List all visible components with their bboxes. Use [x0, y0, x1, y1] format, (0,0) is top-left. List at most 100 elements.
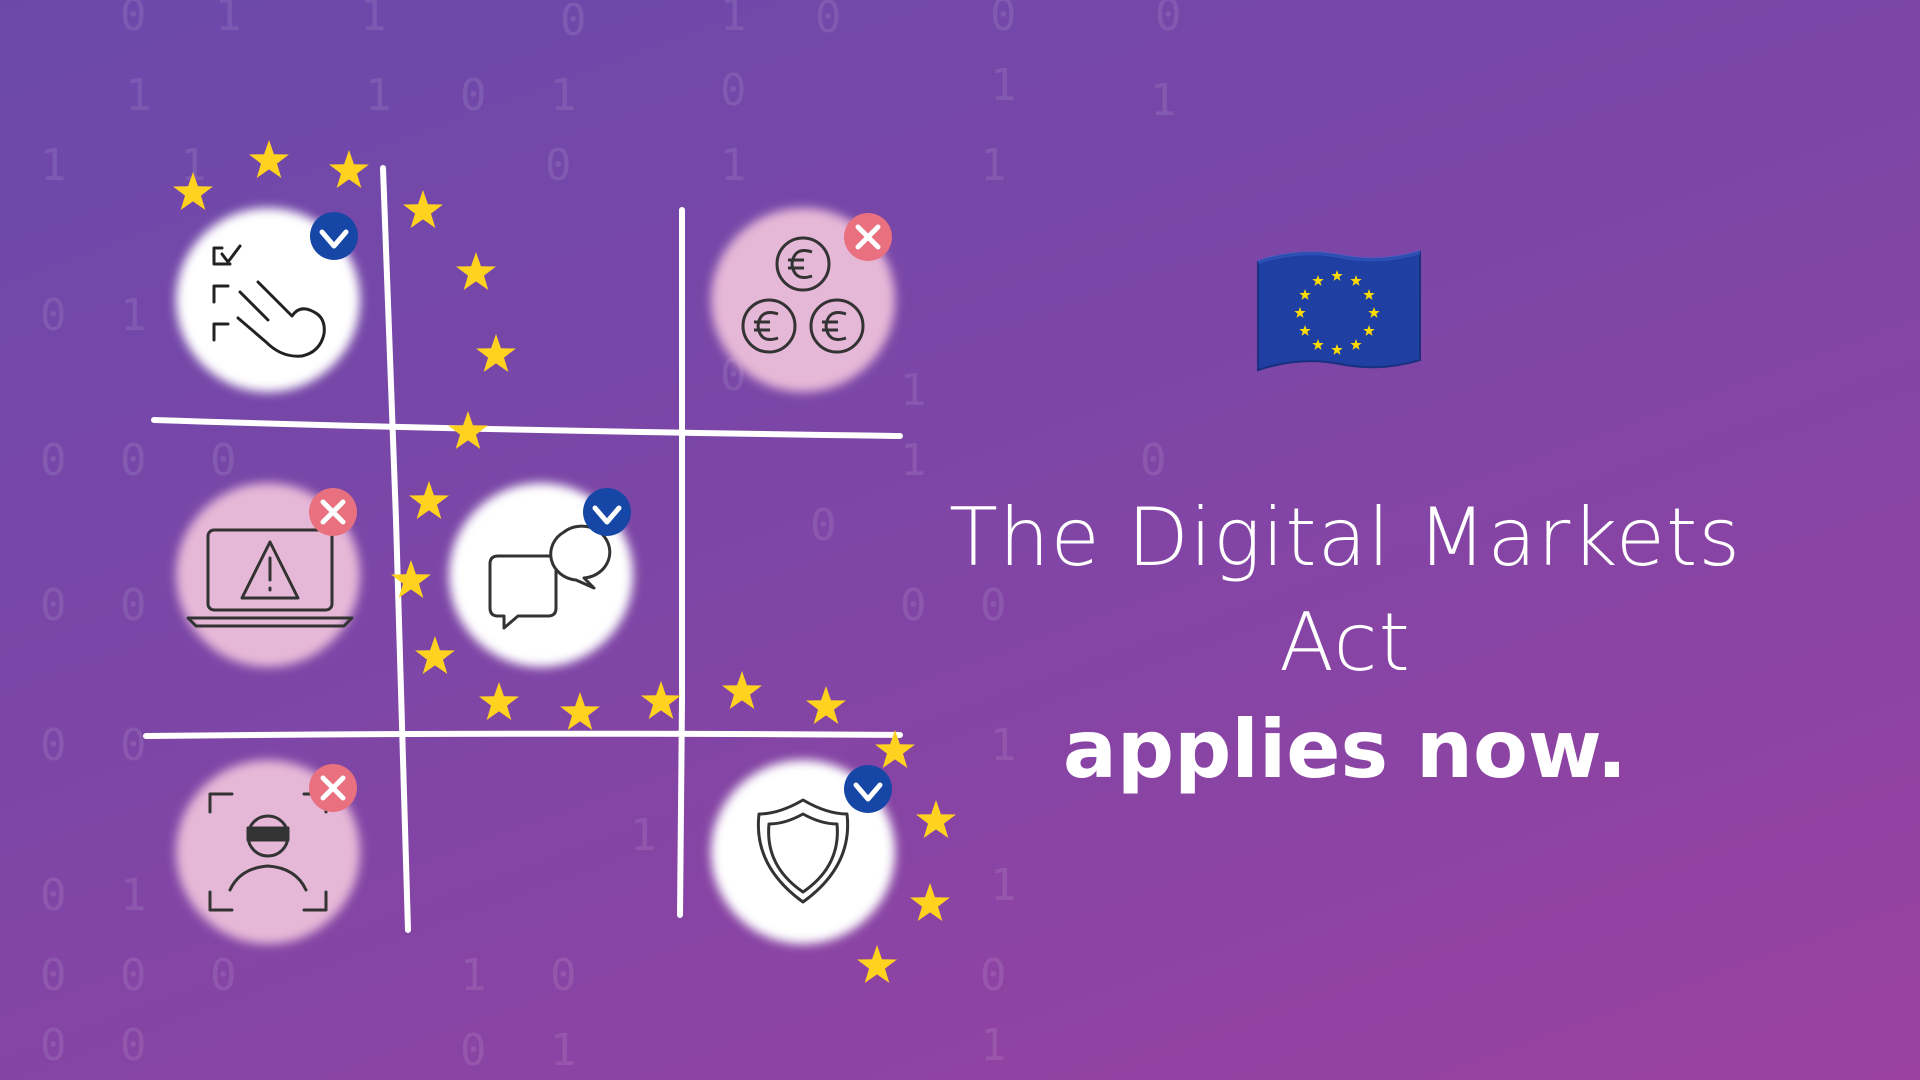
svg-text:1: 1 — [460, 950, 487, 1001]
svg-text:0: 0 — [980, 580, 1007, 631]
check-icon — [319, 229, 349, 249]
star-8 — [409, 481, 449, 519]
svg-text:0: 0 — [40, 720, 67, 771]
shield-icon — [756, 798, 850, 904]
svg-text:1: 1 — [365, 70, 392, 121]
svg-text:1: 1 — [215, 0, 242, 41]
svg-text:0: 0 — [210, 435, 237, 486]
laptop-warning-icon — [186, 528, 354, 628]
svg-text:0: 0 — [40, 580, 67, 631]
cell-top-right — [711, 208, 895, 392]
svg-text:1: 1 — [125, 70, 152, 121]
star-7 — [448, 411, 488, 449]
star-15 — [806, 686, 846, 724]
cross-badge — [309, 488, 357, 536]
svg-text:1: 1 — [360, 0, 387, 41]
eu-flag-icon — [1257, 250, 1421, 372]
svg-text:1: 1 — [120, 870, 147, 921]
svg-text:1: 1 — [900, 435, 927, 486]
svg-text:0: 0 — [460, 70, 487, 121]
close-icon — [320, 499, 346, 525]
cell-bottom-left — [176, 760, 360, 944]
svg-text:0: 0 — [545, 140, 572, 191]
close-icon — [320, 775, 346, 801]
svg-text:0: 0 — [990, 0, 1017, 41]
check-badge — [583, 488, 631, 536]
svg-text:1: 1 — [40, 140, 67, 191]
svg-text:0: 0 — [40, 870, 67, 921]
cell-bottom-right — [711, 760, 895, 944]
svg-text:0: 0 — [815, 0, 842, 43]
star-10 — [415, 636, 455, 674]
cell-middle-center — [449, 483, 633, 667]
svg-text:0: 0 — [210, 950, 237, 1001]
svg-text:0: 0 — [550, 950, 577, 1001]
star-17 — [916, 800, 956, 838]
cross-badge — [844, 213, 892, 261]
cell-middle-left — [176, 483, 360, 667]
svg-text:0: 0 — [560, 0, 587, 46]
grid-line-vertical-left — [380, 165, 411, 933]
circle-approved — [711, 760, 895, 944]
circle-rejected — [176, 760, 360, 944]
svg-text:1: 1 — [720, 0, 747, 41]
headline: The Digital Markets Act applies now. — [880, 485, 1810, 805]
close-icon — [855, 224, 881, 250]
svg-text:0: 0 — [1140, 435, 1167, 486]
svg-text:0: 0 — [120, 1020, 147, 1071]
star-4 — [403, 190, 443, 228]
euro-coins-icon — [741, 236, 865, 354]
tic-tac-toe-grid — [143, 165, 903, 933]
svg-text:0: 0 — [120, 950, 147, 1001]
star-12 — [560, 692, 600, 730]
circle-rejected — [711, 208, 895, 392]
svg-text:0: 0 — [40, 950, 67, 1001]
svg-text:1: 1 — [550, 1025, 577, 1076]
svg-text:1: 1 — [720, 140, 747, 191]
choice-hand-icon — [212, 244, 326, 358]
svg-text:0: 0 — [120, 435, 147, 486]
svg-text:1: 1 — [990, 720, 1017, 771]
svg-text:1: 1 — [980, 140, 1007, 191]
svg-text:1: 1 — [1150, 75, 1177, 126]
star-6 — [476, 334, 516, 372]
svg-text:0: 0 — [120, 580, 147, 631]
check-badge — [310, 212, 358, 260]
star-13 — [641, 681, 681, 719]
svg-text:1: 1 — [980, 1020, 1007, 1071]
svg-text:0: 0 — [810, 500, 837, 551]
star-18 — [910, 883, 950, 921]
svg-text:0: 0 — [460, 1025, 487, 1076]
svg-text:1: 1 — [550, 70, 577, 121]
star-11 — [479, 682, 519, 720]
check-icon — [592, 505, 622, 525]
svg-text:0: 0 — [40, 1020, 67, 1071]
star-5 — [456, 252, 496, 290]
check-icon — [853, 782, 883, 802]
svg-text:0: 0 — [40, 290, 67, 341]
star-14 — [722, 671, 762, 709]
grid-line-horizontal-bottom — [143, 730, 903, 739]
svg-text:1: 1 — [900, 365, 927, 416]
svg-text:1: 1 — [990, 60, 1017, 111]
svg-text:1: 1 — [630, 810, 657, 861]
headline-line-1: The Digital Markets Act — [948, 491, 1741, 689]
cell-top-left — [176, 208, 360, 392]
headline-line-2: applies now. — [1062, 703, 1628, 796]
cross-badge — [309, 764, 357, 812]
svg-text:1: 1 — [990, 860, 1017, 911]
svg-text:0: 0 — [1155, 0, 1182, 41]
grid-line-horizontal-top — [151, 417, 903, 439]
svg-text:0: 0 — [900, 580, 927, 631]
svg-text:0: 0 — [120, 0, 147, 41]
star-19 — [857, 945, 897, 983]
svg-text:1: 1 — [120, 290, 147, 341]
star-2 — [249, 140, 289, 178]
svg-text:0: 0 — [40, 435, 67, 486]
star-3 — [329, 150, 369, 188]
check-badge — [844, 765, 892, 813]
svg-text:0: 0 — [120, 720, 147, 771]
grid-line-vertical-right — [677, 207, 686, 918]
